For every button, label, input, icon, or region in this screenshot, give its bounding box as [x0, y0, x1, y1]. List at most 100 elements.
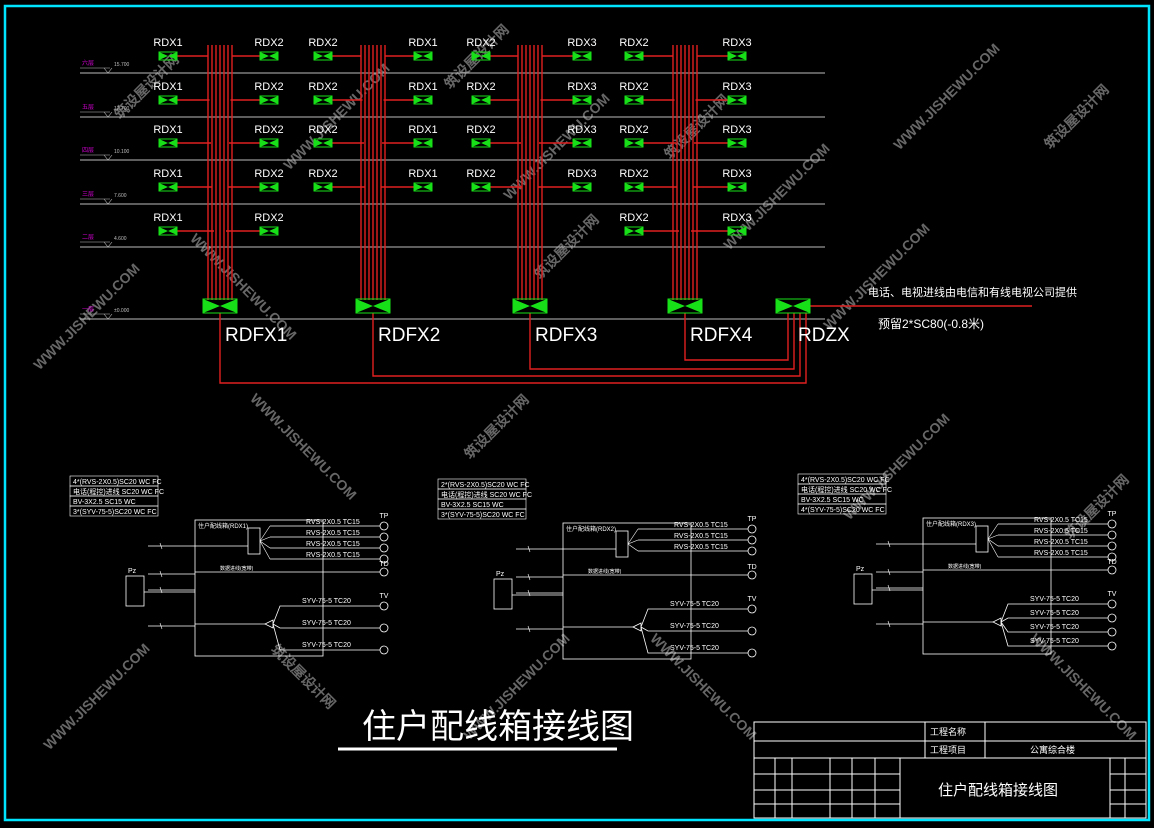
household-box	[158, 95, 178, 105]
phone-line-spec: RVS-2X0.5 TC15	[1034, 550, 1088, 557]
household-box	[572, 182, 592, 192]
household-box-label: RDX1	[408, 81, 437, 93]
distribution-box-label: RDFX2	[378, 325, 440, 346]
distribution-box	[512, 298, 548, 314]
household-box	[413, 51, 433, 61]
household-box	[471, 95, 491, 105]
tv-line	[640, 608, 748, 628]
floor-mark-label: 四层	[82, 147, 94, 154]
household-box-label: RDX2	[308, 168, 337, 180]
floor-mark-label: 六层	[82, 59, 94, 67]
cable-spec-cell	[437, 508, 527, 520]
household-box	[471, 182, 491, 192]
household-box-label: RDX3	[567, 37, 596, 49]
household-box-label: RDX2	[466, 124, 495, 136]
title-block-drawing-name: 住户配线箱接线图	[938, 782, 1058, 799]
tp-label: TP	[1108, 511, 1117, 518]
household-box-label: RDX2	[619, 37, 648, 49]
household-box-label: RDX1	[153, 168, 182, 180]
cable-spec-text: 电话(程控)进线 SC20 WC FC	[73, 487, 164, 496]
household-box-label: RDX1	[153, 124, 182, 136]
tv-line	[272, 605, 380, 625]
td-label: TD	[1107, 559, 1116, 566]
cable-spec-text: 4*(RVS-2X0.5)SC20 WC FC	[73, 479, 162, 486]
feeder-return	[219, 313, 807, 384]
floor-elevation: 12.700	[114, 106, 130, 112]
household-box	[313, 95, 333, 105]
household-box-label: RDX2	[254, 81, 283, 93]
td-label: TD	[379, 561, 388, 568]
tv-line	[640, 626, 748, 654]
tv-line-spec: SYV-75-5 TC20	[1030, 638, 1079, 645]
household-box	[313, 182, 333, 192]
household-box	[727, 95, 747, 105]
data-outlet-icon	[1107, 565, 1117, 575]
household-box-label: RDX2	[308, 124, 337, 136]
pz-label: Pz	[496, 571, 505, 578]
data-line-spec: 数据进线(宽带)	[588, 568, 622, 575]
data-line-spec: 数据进线(宽带)	[220, 565, 254, 572]
household-box-label: RDX1	[408, 37, 437, 49]
household-box	[413, 138, 433, 148]
pz-label: Pz	[856, 566, 865, 573]
household-box-label: RDX3	[567, 124, 596, 136]
phone-outlet-icon	[747, 535, 757, 545]
phone-line-spec: RVS-2X0.5 TC15	[1034, 539, 1088, 546]
phone-line-spec: RVS-2X0.5 TC15	[306, 530, 360, 537]
household-box	[624, 95, 644, 105]
household-box	[624, 182, 644, 192]
household-box	[413, 95, 433, 105]
cable-spec-text: 电话(程控)进线 SC20 WC FC	[801, 485, 892, 494]
tv-label: TV	[380, 593, 389, 600]
household-box-label: RDX2	[254, 168, 283, 180]
cable-spec-cell	[797, 503, 887, 515]
cable-spec-text: BV-3X2.5 SC15 WC	[73, 499, 136, 506]
phone-outlet-icon	[379, 532, 389, 542]
cable-spec-text: BV-3X2.5 SC15 WC	[441, 502, 504, 509]
project-name-label: 工程名称	[930, 726, 966, 737]
floor-elevation: 10.100	[114, 149, 130, 155]
household-box	[727, 182, 747, 192]
tv-line	[1000, 617, 1108, 623]
household-box-label: RDX1	[153, 81, 182, 93]
household-box-label: RDX2	[254, 37, 283, 49]
phone-outlet-icon	[1107, 519, 1117, 529]
phone-outlet-icon	[747, 524, 757, 534]
tv-line-spec: SYV-75-5 TC20	[302, 642, 351, 649]
phone-line-spec: RVS-2X0.5 TC15	[306, 541, 360, 548]
household-box-label: RDX3	[567, 168, 596, 180]
household-box	[413, 182, 433, 192]
distribution-box-label: RDZX	[798, 325, 850, 346]
pz-label: Pz	[128, 568, 137, 575]
household-box	[624, 226, 644, 236]
household-box	[727, 51, 747, 61]
floor-elevation: 7.600	[114, 193, 127, 199]
household-box	[313, 51, 333, 61]
household-box	[624, 138, 644, 148]
tv-line	[1000, 621, 1108, 633]
household-box-label: RDX2	[466, 81, 495, 93]
cable-spec-text: BV-3X2.5 SC15 WC	[801, 497, 864, 504]
household-box	[624, 51, 644, 61]
phone-line-spec: RVS-2X0.5 TC15	[674, 522, 728, 529]
pz-box	[853, 573, 873, 605]
household-box-label: RDX1	[408, 124, 437, 136]
household-box-label: RDX3	[722, 212, 751, 224]
tv-outlet-icon	[1107, 641, 1117, 651]
feeder-lines	[177, 45, 1032, 384]
tv-line	[272, 623, 380, 629]
household-box	[259, 51, 279, 61]
project-item-label: 工程项目	[930, 745, 966, 755]
distribution-box-label: RDFX1	[225, 325, 287, 346]
tv-outlet-icon	[1107, 599, 1117, 609]
tv-outlet-icon	[379, 601, 389, 611]
